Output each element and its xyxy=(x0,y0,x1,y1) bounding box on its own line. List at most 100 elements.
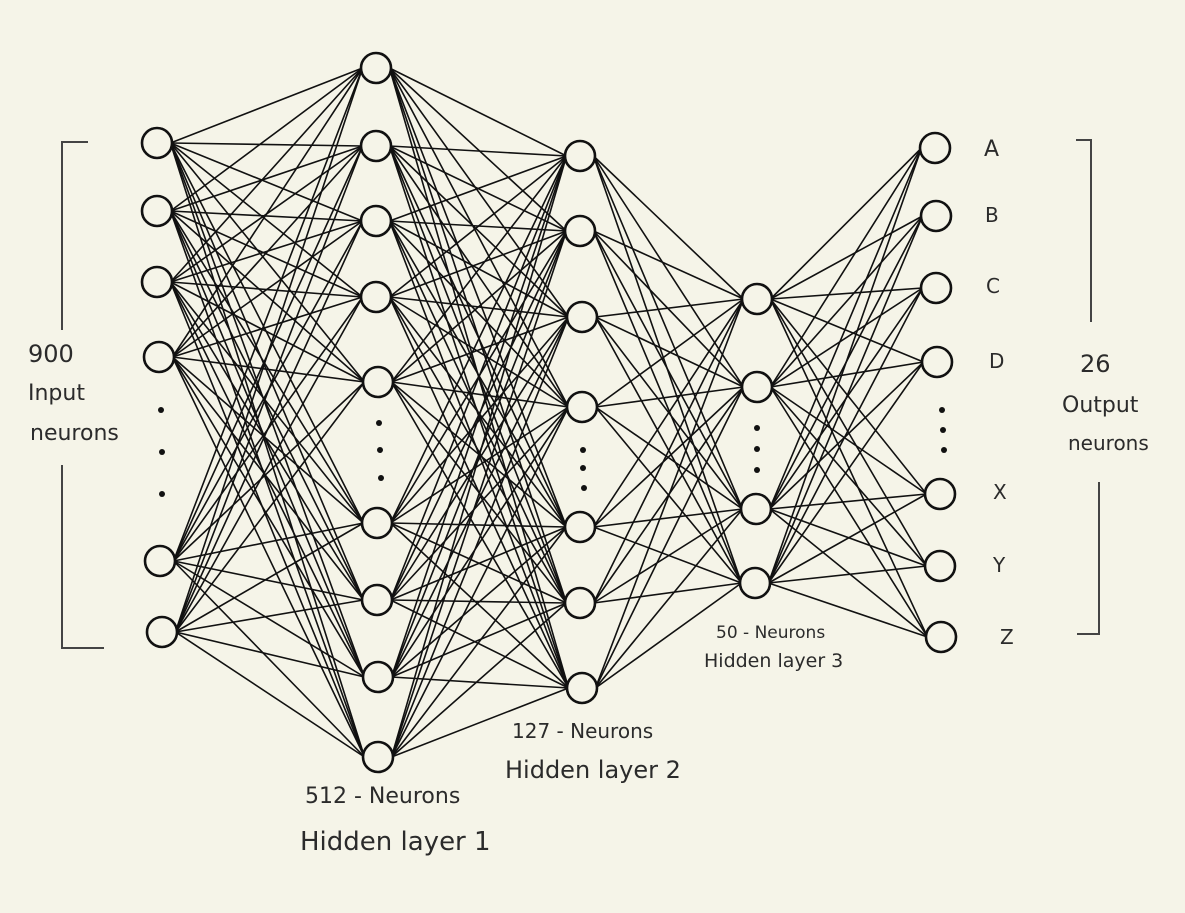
connection-hidden-2-5-hidden-3-2 xyxy=(592,508,744,604)
connection-input-1-hidden-1-8 xyxy=(169,210,366,758)
connection-input-1-hidden-1-6 xyxy=(169,210,365,601)
connection-hidden-1-1-hidden-2-0 xyxy=(388,145,568,157)
hidden-2-neuron-2 xyxy=(565,300,599,334)
connection-hidden-1-7-hidden-2-6 xyxy=(390,676,570,689)
output-neuron-4 xyxy=(923,477,957,511)
hidden-2-neuron-5 xyxy=(563,586,597,620)
connection-hidden-1-8-hidden-2-4 xyxy=(390,526,568,758)
connection-hidden-3-1-output-3 xyxy=(769,361,925,388)
connection-input-4-hidden-1-6 xyxy=(172,560,365,601)
connection-input-5-hidden-1-6 xyxy=(174,599,365,633)
connection-hidden-2-1-hidden-3-1 xyxy=(592,230,745,388)
connection-input-1-hidden-1-3 xyxy=(169,210,364,298)
connection-hidden-1-5-hidden-2-2 xyxy=(389,316,570,524)
connection-hidden-2-0-hidden-3-2 xyxy=(592,155,744,510)
hidden-3-ellipsis-dot-1 xyxy=(754,446,760,452)
hidden-layer-3-name: Hidden layer 3 xyxy=(704,650,843,672)
connection-input-1-hidden-1-4 xyxy=(169,210,366,383)
connection-input-0-hidden-1-3 xyxy=(169,142,364,298)
output-bracket xyxy=(1076,139,1100,635)
output-label-line2: neurons xyxy=(1068,431,1149,455)
hidden-1-neuron-6 xyxy=(360,583,394,617)
connection-hidden-3-3-output-5 xyxy=(767,565,928,584)
output-neuron-5 xyxy=(923,549,957,583)
connection-hidden-1-5-hidden-2-3 xyxy=(389,406,570,524)
hidden-2-neuron-3 xyxy=(565,390,599,424)
connection-input-1-hidden-1-5 xyxy=(169,210,365,524)
connection-input-4-hidden-1-0 xyxy=(172,67,364,562)
connection-hidden-3-3-output-4 xyxy=(767,493,928,584)
connection-input-1-hidden-1-0 xyxy=(169,67,364,212)
input-neuron-1 xyxy=(140,194,174,228)
hidden-2-neuron-4 xyxy=(563,510,597,544)
output-letter-d: D xyxy=(989,349,1004,373)
connection-hidden-3-1-output-6 xyxy=(769,386,929,638)
connection-hidden-1-5-hidden-2-0 xyxy=(389,155,568,524)
input-ellipsis-dot-0 xyxy=(158,407,164,413)
connection-input-2-hidden-1-0 xyxy=(169,67,364,283)
hidden-3-neuron-1 xyxy=(740,370,774,404)
hidden-1-neuron-0 xyxy=(359,51,393,85)
ellipsis-dots xyxy=(158,407,947,497)
connection-hidden-2-1-hidden-3-3 xyxy=(592,230,743,584)
connection-hidden-3-0-output-4 xyxy=(769,298,928,495)
connection-hidden-2-6-hidden-3-2 xyxy=(594,508,744,689)
connection-input-5-hidden-1-3 xyxy=(174,296,364,633)
connection-input-5-hidden-1-4 xyxy=(174,381,366,633)
connection-hidden-1-4-hidden-2-1 xyxy=(390,230,568,383)
hidden-1-ellipsis-dot-2 xyxy=(378,475,384,481)
connection-hidden-1-6-hidden-2-4 xyxy=(389,526,568,601)
connection-hidden-2-4-hidden-3-3 xyxy=(592,526,743,584)
input-neuron-3 xyxy=(142,340,176,374)
connection-hidden-1-7-hidden-2-5 xyxy=(390,602,568,678)
input-neuron-2 xyxy=(140,265,174,299)
connection-hidden-2-6-hidden-3-1 xyxy=(594,386,745,689)
output-letter-b: B xyxy=(985,203,999,227)
connection-input-5-hidden-1-1 xyxy=(174,145,364,633)
connection-input-0-hidden-1-2 xyxy=(169,142,364,222)
connection-input-2-hidden-1-4 xyxy=(169,281,366,383)
connection-hidden-1-7-hidden-2-2 xyxy=(390,316,570,678)
hidden-1-neuron-5 xyxy=(360,506,394,540)
hidden-3-neuron-0 xyxy=(740,282,774,316)
input-ellipsis-dot-2 xyxy=(159,491,165,497)
connection-hidden-1-8-hidden-2-5 xyxy=(390,602,568,758)
connection-hidden-3-1-output-4 xyxy=(769,386,928,495)
input-bracket xyxy=(61,141,104,649)
hidden-layer-1-name: Hidden layer 1 xyxy=(300,827,491,857)
connection-hidden-1-6-hidden-2-3 xyxy=(389,406,570,601)
hidden-3-neuron-3 xyxy=(738,566,772,600)
hidden-2-neuron-0 xyxy=(563,139,597,173)
hidden-3-ellipsis-dot-2 xyxy=(754,467,760,473)
connection-hidden-1-3-hidden-2-4 xyxy=(388,296,568,528)
hidden-3-neuron-2 xyxy=(739,492,773,526)
connection-input-0-hidden-1-4 xyxy=(169,142,366,383)
output-neuron-2 xyxy=(919,271,953,305)
connection-hidden-2-3-hidden-3-0 xyxy=(594,298,745,408)
connection-hidden-1-8-hidden-2-1 xyxy=(390,230,568,758)
connection-hidden-1-2-hidden-2-0 xyxy=(388,155,568,222)
neurons xyxy=(140,51,958,774)
connection-input-3-hidden-1-6 xyxy=(171,356,365,601)
hidden-layer-1-count: 512 - Neurons xyxy=(305,784,460,809)
output-ellipsis-dot-2 xyxy=(941,447,947,453)
connection-hidden-1-5-hidden-2-4 xyxy=(389,522,568,528)
connection-hidden-2-6-hidden-3-0 xyxy=(594,298,745,689)
connection-hidden-3-1-output-5 xyxy=(769,386,928,567)
connection-input-0-hidden-1-6 xyxy=(169,142,365,601)
connection-hidden-3-0-output-1 xyxy=(769,215,924,300)
connection-hidden-2-2-hidden-3-1 xyxy=(594,316,745,388)
connection-input-0-hidden-1-8 xyxy=(169,142,366,758)
input-neuron-4 xyxy=(143,544,177,578)
connection-hidden-3-3-output-0 xyxy=(767,147,923,584)
connection-hidden-2-4-hidden-3-2 xyxy=(592,508,744,528)
connection-hidden-3-3-output-3 xyxy=(767,361,925,584)
connection-input-1-hidden-1-1 xyxy=(169,145,364,212)
connection-hidden-2-1-hidden-3-2 xyxy=(592,230,744,510)
output-neuron-1 xyxy=(919,199,953,233)
connection-input-0-hidden-1-7 xyxy=(169,142,366,678)
input-neuron-5 xyxy=(145,615,179,649)
connection-input-3-hidden-1-1 xyxy=(171,145,364,358)
connection-hidden-3-1-output-1 xyxy=(769,215,924,388)
connection-hidden-1-8-hidden-2-0 xyxy=(390,155,568,758)
